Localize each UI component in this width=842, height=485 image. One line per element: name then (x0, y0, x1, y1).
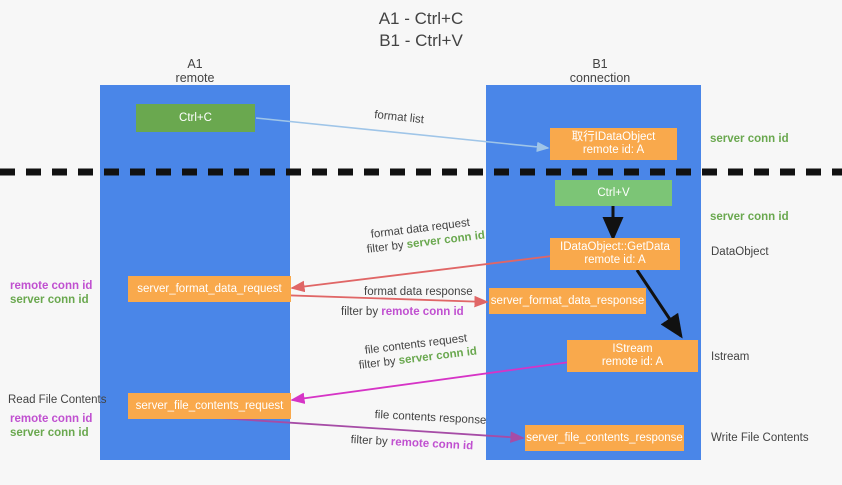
node-idataobject-line1: 取行IDataObject (571, 131, 656, 143)
right-label-write-file-contents: Write File Contents (711, 432, 809, 444)
lane-a1-name: A1 (187, 57, 203, 71)
node-idataobject-getdata[interactable]: IDataObject::GetData remote id: A (550, 238, 680, 270)
left-label-remote-conn-id-1: remote conn id (10, 280, 93, 292)
filter-prefix-4: filter by (350, 433, 392, 449)
label-format-list: format list (373, 108, 425, 127)
title-line-2: B1 - Ctrl+V (379, 31, 463, 50)
filter-prefix-1: filter by (366, 239, 408, 256)
page-title: A1 - Ctrl+C B1 - Ctrl+V (0, 8, 842, 52)
node-server-format-data-response-label: server_format_data_response (490, 294, 645, 307)
lane-b1-name: B1 (592, 57, 608, 71)
node-server-file-contents-response[interactable]: server_file_contents_response (525, 425, 684, 451)
right-label-dataobject: DataObject (711, 246, 769, 258)
right-label-server-conn-id-top: server conn id (710, 133, 789, 145)
node-server-format-data-response[interactable]: server_format_data_response (489, 288, 646, 314)
label-file-contents-response: file contents response (374, 408, 487, 427)
right-label-server-conn-id-mid: server conn id (710, 211, 789, 223)
filter-value-remote-conn-2: remote conn id (390, 436, 474, 453)
left-label-server-conn-id-1: server conn id (10, 294, 89, 306)
node-getdata-line1: IDataObject::GetData (560, 241, 670, 253)
title-line-1: A1 - Ctrl+C (378, 9, 464, 28)
node-ctrl-v-label: Ctrl+V (597, 186, 630, 199)
filter-prefix-3: filter by (358, 355, 400, 372)
node-istream[interactable]: IStream remote id: A (567, 340, 698, 372)
right-label-istream: Istream (711, 351, 750, 363)
node-idataobject-line2: remote id: A (582, 144, 645, 156)
lane-header-b1: B1 connection (540, 57, 660, 85)
left-label-read-file-contents: Read File Contents (8, 394, 107, 406)
node-server-format-data-request[interactable]: server_format_data_request (128, 276, 291, 302)
left-label-server-conn-id-2: server conn id (10, 427, 89, 439)
node-getdata-line2: remote id: A (584, 254, 646, 266)
lane-header-a1: A1 remote (135, 57, 255, 85)
left-label-remote-conn-id-2: remote conn id (10, 413, 93, 425)
node-ctrl-v[interactable]: Ctrl+V (555, 180, 672, 206)
lane-a1-sub: remote (175, 71, 215, 85)
node-server-file-contents-request-label: server_file_contents_request (135, 399, 284, 412)
filter-prefix-2: filter by (341, 306, 382, 318)
filter-value-remote-conn-1: remote conn id (381, 306, 464, 318)
node-server-file-contents-response-label: server_file_contents_response (526, 431, 683, 444)
node-ctrl-c-label: Ctrl+C (179, 111, 212, 124)
label-format-data-response: format data response (364, 286, 473, 298)
node-idataobject[interactable]: 取行IDataObject remote id: A (550, 128, 677, 160)
node-istream-line1: IStream (612, 343, 653, 355)
node-server-format-data-request-label: server_format_data_request (137, 282, 282, 295)
node-istream-line2: remote id: A (601, 356, 664, 368)
node-server-file-contents-request[interactable]: server_file_contents_request (128, 393, 291, 419)
node-ctrl-c[interactable]: Ctrl+C (136, 104, 255, 132)
lane-b1-sub: connection (569, 71, 631, 85)
label-format-data-response-filter: filter by remote conn id (341, 305, 464, 319)
label-file-contents-response-filter: filter by remote conn id (350, 433, 473, 453)
